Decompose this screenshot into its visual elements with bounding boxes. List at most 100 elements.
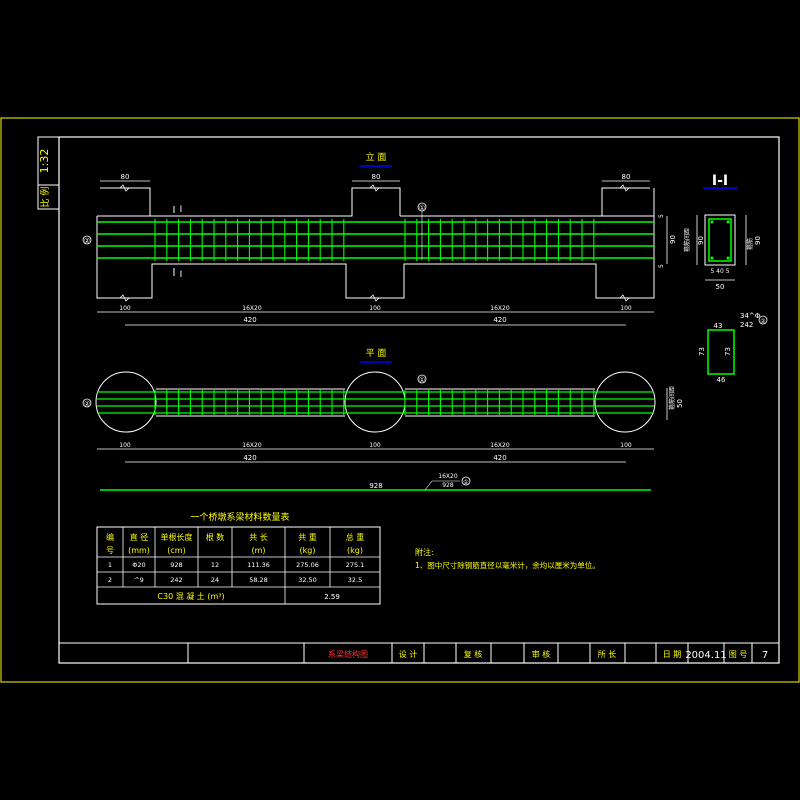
scale-label: 比 例 xyxy=(39,187,51,208)
chief-label: 所 长 xyxy=(598,649,617,659)
bar-label-1: 34^Φ xyxy=(740,312,761,320)
table-cell: 275.06 xyxy=(296,561,319,569)
svg-text:箍筋间距: 箍筋间距 xyxy=(668,386,676,410)
outer-frame xyxy=(0,117,800,683)
drawing-no-value: 7 xyxy=(762,650,768,661)
elev-bubble-1: ① xyxy=(419,204,425,212)
section-width: 50 xyxy=(716,283,725,291)
elev-dim-top-2: 80 xyxy=(372,173,381,181)
stirrup-side2: 73 xyxy=(724,347,732,356)
table-footer-value: 2.59 xyxy=(324,593,340,601)
check-label: 复 核 xyxy=(464,649,483,659)
elev-bottom-dim-2: 16X20 xyxy=(242,305,262,312)
section-left-dim: 90 xyxy=(697,236,705,245)
rebar-length: 928 xyxy=(369,482,382,490)
table-cell: 24 xyxy=(211,576,219,584)
elev-total-dim-1: 420 xyxy=(243,316,256,324)
table-cell: 12 xyxy=(211,561,219,569)
table-header-unit: (kg) xyxy=(347,546,363,555)
scale-value: 1:32 xyxy=(38,149,51,174)
elevation-outline xyxy=(96,187,655,299)
table-cell: 1 xyxy=(108,561,112,569)
table-cell: 928 xyxy=(170,561,182,569)
stirrup-side: 73 xyxy=(698,347,706,356)
plan-bottom-dim-3: 100 xyxy=(369,442,381,449)
notes-heading: 附注: xyxy=(415,547,434,557)
plan-column-3 xyxy=(594,371,656,433)
elev-bottom-dim-4: 16X20 xyxy=(490,305,510,312)
elev-bottom-dim-1: 100 xyxy=(119,305,131,312)
section-bottom-dim: 5 40 5 xyxy=(710,268,729,275)
elev-right-note: 箍筋间距 xyxy=(683,228,691,252)
table-header-unit: 号 xyxy=(106,546,114,555)
table-cell: 32.50 xyxy=(298,576,317,584)
title-block: 系梁结构图 设 计 复 核 审 核 所 长 日 期 2004.11 图 号 7 xyxy=(59,642,779,663)
rebar-detail: 928 16X20 928 ① xyxy=(100,473,651,491)
elev-bubble-2: ② xyxy=(84,237,90,245)
table-cell: ^9 xyxy=(134,576,144,584)
elevation-view: 立 面 80 80 80 I I ① ② 5 90 5 箍筋间距 10 xyxy=(82,151,691,326)
table-cell: 2 xyxy=(108,576,112,584)
table-header-cell: 单根长度 xyxy=(161,532,193,542)
stirrup-bottom: 46 xyxy=(717,376,726,384)
elev-dim-top-1: 80 xyxy=(121,173,130,181)
notes: 附注: 1、图中尺寸除钢筋直径以毫米计，余均以厘米为单位。 xyxy=(415,547,600,570)
table-header-cell: 编 xyxy=(106,532,114,542)
table-header-cell: 总 重 xyxy=(346,532,365,542)
plan-bottom-dim-1: 100 xyxy=(119,442,131,449)
section-mark-bottom: I xyxy=(180,270,183,280)
table-header-unit: (cm) xyxy=(167,546,185,555)
table-header-unit: (kg) xyxy=(300,546,316,555)
section-mark-top: I xyxy=(180,205,183,215)
scale-box: 比 例 1:32 xyxy=(37,136,60,210)
plan-column-1 xyxy=(95,371,157,433)
table-footer-label: C30 混 凝 土 (m³) xyxy=(157,591,224,601)
plan-total-dim-1: 420 xyxy=(243,454,256,462)
table-cell: 242 xyxy=(170,576,182,584)
drawing-no-label: 图 号 xyxy=(729,650,748,659)
plan-column-2 xyxy=(344,371,406,433)
table-header-cell: 根 数 xyxy=(206,532,225,542)
inner-frame xyxy=(58,136,780,664)
plan-bubble-1: ① xyxy=(419,376,425,384)
table-header-unit: (m) xyxy=(251,546,265,555)
table-cell: 58.28 xyxy=(249,576,268,584)
elev-bottom-dim-3: 100 xyxy=(369,305,381,312)
table-cell: 111.36 xyxy=(247,561,270,569)
elev-bottom-dim-5: 100 xyxy=(620,305,632,312)
table-title: 一个桥墩系梁材料数量表 xyxy=(190,511,289,523)
plan-beam-edges xyxy=(156,388,595,417)
table-grid xyxy=(97,527,380,604)
plan-bottom-dim-5: 100 xyxy=(620,442,632,449)
section-note: 箍筋 xyxy=(746,238,754,250)
rebar-note-bottom: 928 xyxy=(442,482,454,489)
elevation-title: 立 面 xyxy=(366,151,387,163)
date-label: 日 期 xyxy=(663,650,682,659)
elev-dim-top-3: 80 xyxy=(622,173,631,181)
plan-rebar xyxy=(97,388,654,417)
plan-right-dim: 50 xyxy=(676,399,684,408)
table-text: 编号直 径(mm)单根长度(cm)根 数共 长(m)共 重(kg)总 重(kg)… xyxy=(106,532,364,601)
elevation-rebar xyxy=(97,219,654,261)
table-header-cell: 直 径 xyxy=(130,532,149,542)
plan-bubble-2: ② xyxy=(84,400,90,408)
plan-title: 平 面 xyxy=(366,348,387,359)
plan-bottom-dim-2: 16X20 xyxy=(242,442,262,449)
review-label: 审 核 xyxy=(532,649,551,659)
plan-view: 平 面 ① ② 50 箍筋间距 100 16X20 100 16X20 100 … xyxy=(82,348,684,463)
section-title: I-I xyxy=(712,173,728,189)
plan-total-dim-2: 420 xyxy=(493,454,506,462)
table-header-cell: 共 重 xyxy=(298,532,317,542)
notes-line1: 1、图中尺寸除钢筋直径以毫米计，余均以厘米为单位。 xyxy=(415,560,600,570)
table-cell: 275.1 xyxy=(346,561,365,569)
drawing-name: 系梁结构图 xyxy=(328,649,368,659)
date-value: 2004.11 xyxy=(685,650,726,661)
plan-bottom-dim-4: 16X20 xyxy=(490,442,510,449)
elev-total-dim-2: 420 xyxy=(493,316,506,324)
table-cell: Φ20 xyxy=(132,561,145,569)
elev-right-dim-1: 5 xyxy=(658,214,665,218)
section-right-dim: 90 xyxy=(754,236,762,245)
rebar-note-top: 16X20 xyxy=(438,473,458,480)
material-table: 一个桥墩系梁材料数量表 编号直 径(mm)单根长度(cm)根 数共 长(m)共 … xyxy=(96,511,381,605)
